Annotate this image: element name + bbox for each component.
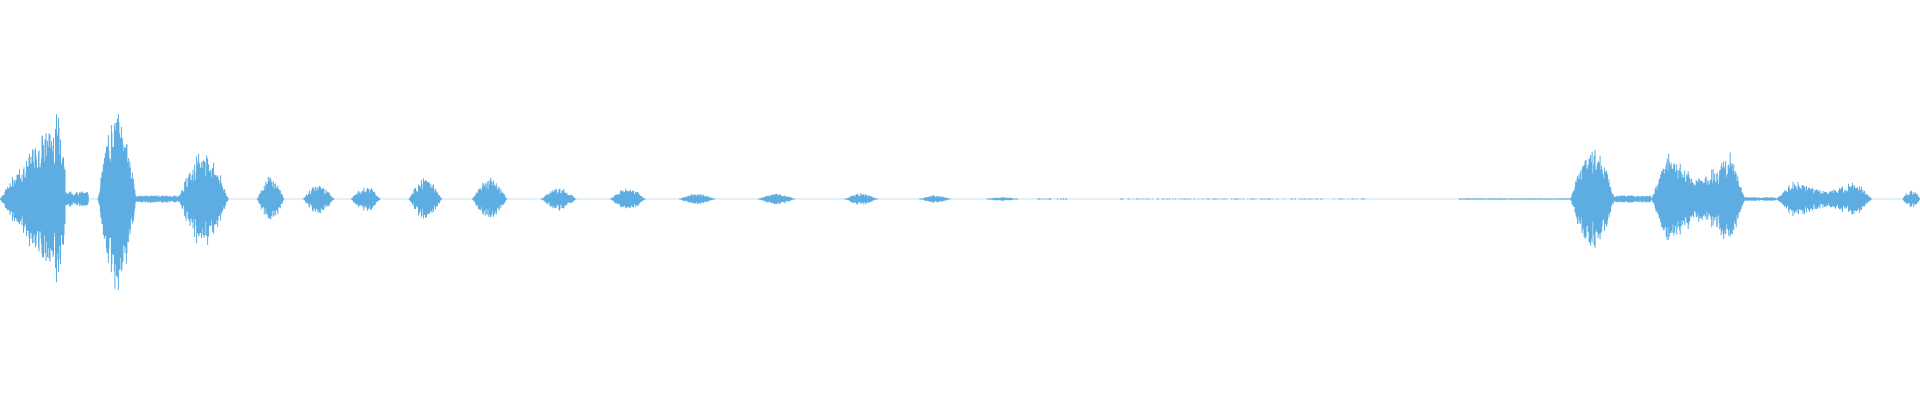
waveform-segment-burst-19 [1902, 190, 1920, 208]
waveform-samples-path [1744, 197, 1777, 201]
waveform-segment-burst-7 [408, 178, 442, 219]
waveform-segment-burst-17 [1650, 152, 1746, 240]
waveform-samples-path [986, 197, 1018, 201]
waveform-samples-path [135, 195, 181, 203]
waveform-samples-path [256, 176, 285, 220]
waveform-segment-burst-2-tail [135, 195, 181, 203]
waveform-samples-path [1037, 198, 1068, 200]
waveform-segment-quiet-line [1458, 198, 1571, 200]
waveform-samples-path [1902, 190, 1920, 208]
waveform-segment-burst-13 [844, 193, 878, 205]
waveform-samples-path [64, 191, 89, 207]
waveform-samples-path [178, 153, 229, 245]
waveform-samples-path [1119, 198, 1366, 200]
waveform-segment-speckle-2 [1119, 198, 1366, 200]
waveform-samples-path [302, 185, 335, 213]
waveform-samples-path [408, 178, 442, 219]
waveform-segment-burst-15 [986, 197, 1018, 201]
waveform-samples-path [757, 193, 795, 205]
waveform-segment-burst-2 [97, 113, 137, 291]
waveform-segment-burst-16-tail [1614, 195, 1652, 203]
waveform-samples-path [1775, 181, 1872, 217]
waveform-samples-path [97, 113, 137, 291]
waveform-samples-path [610, 188, 646, 209]
waveform-samples-path [1614, 195, 1652, 203]
waveform-segment-speckle-1 [1037, 198, 1068, 200]
waveform-segment-burst-14 [919, 195, 951, 203]
waveform-segment-burst-5 [302, 185, 335, 213]
waveform-segment-burst-3 [178, 153, 229, 245]
waveform-samples-path [919, 195, 951, 203]
waveform-samples-path [1458, 198, 1571, 200]
waveform-segment-burst-9 [540, 188, 577, 211]
waveform-segment-burst-12 [757, 193, 795, 205]
waveform-segment-burst-10 [610, 188, 646, 209]
waveform-segment-burst-17-tail [1744, 197, 1777, 201]
waveform-segment-burst-1 [0, 114, 66, 283]
waveform-segment-burst-18 [1775, 181, 1872, 217]
waveform-samples-path [540, 188, 577, 211]
waveform-segment-burst-1-tail [64, 191, 89, 207]
waveform-samples-path [844, 193, 878, 205]
waveform-segment-burst-16 [1570, 149, 1616, 248]
waveform-segment-burst-4 [256, 176, 285, 220]
waveform-samples-path [350, 187, 381, 211]
waveform-samples-path [1650, 152, 1746, 240]
waveform-samples-path [0, 114, 66, 283]
waveform-samples-path [1570, 149, 1616, 248]
waveform-segment-burst-11 [679, 193, 715, 205]
waveform-samples [0, 113, 1920, 291]
waveform-segment-burst-8 [471, 177, 508, 218]
waveform-segment-burst-6 [350, 187, 381, 211]
waveform-samples-path [471, 177, 508, 218]
waveform-samples-path [679, 193, 715, 205]
